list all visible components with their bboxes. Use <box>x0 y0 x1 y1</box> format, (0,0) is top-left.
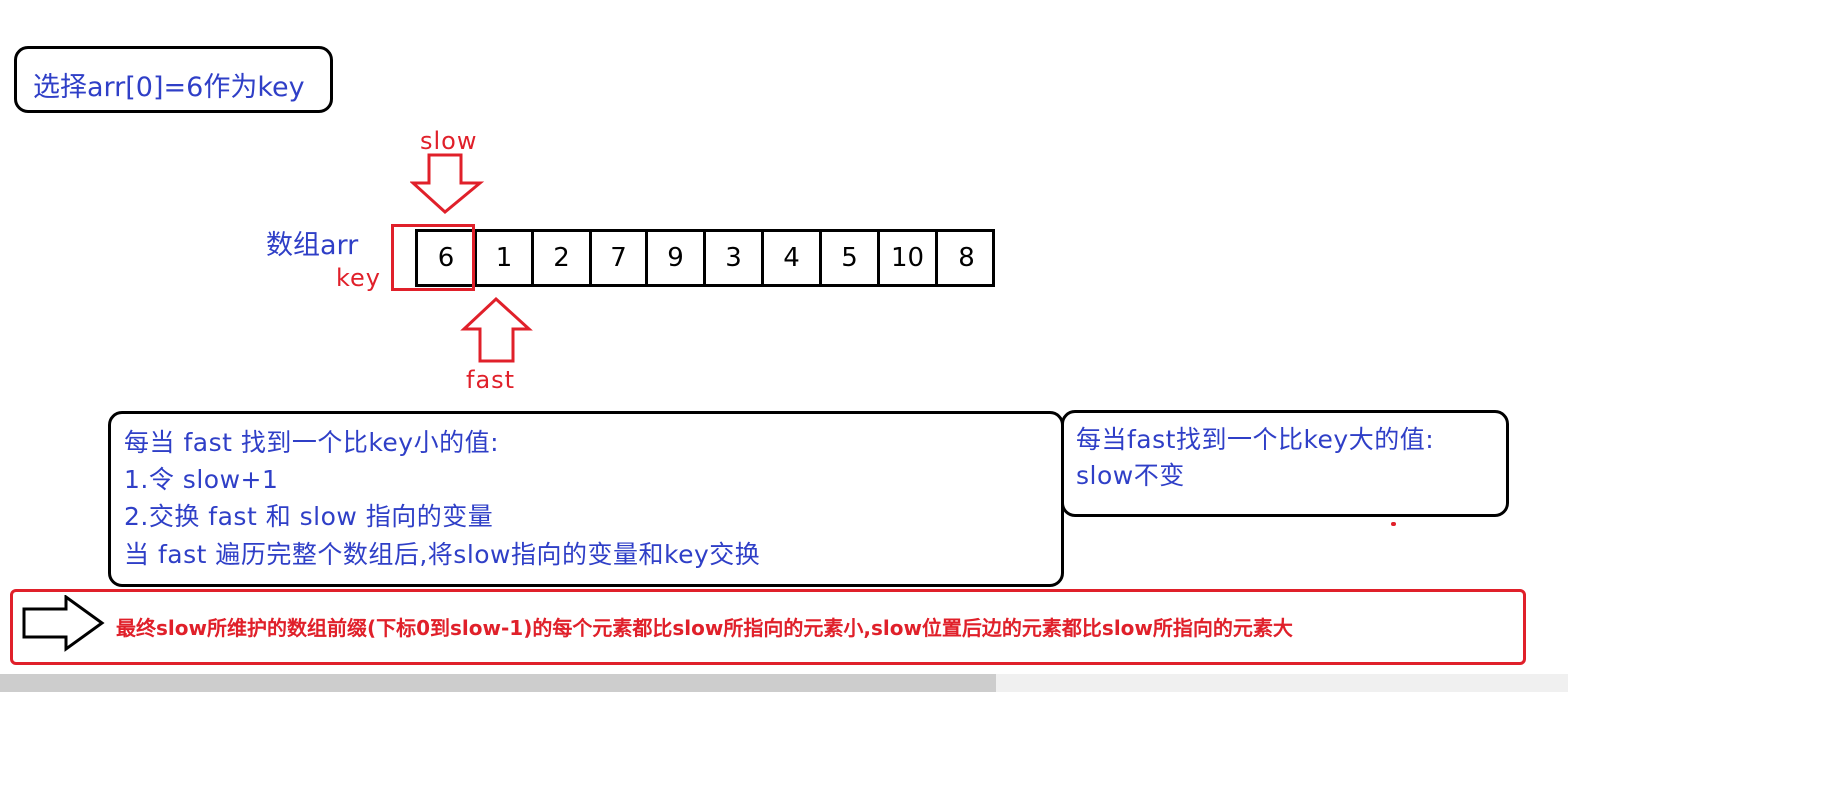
array-label: 数组arr <box>266 230 359 261</box>
red-dot <box>1391 522 1396 526</box>
array-cell: 1 <box>474 232 531 284</box>
key-highlight <box>391 224 475 291</box>
scrollbar-thumb[interactable] <box>0 674 996 692</box>
array-cell: 10 <box>877 232 935 284</box>
array-cell: 4 <box>761 232 819 284</box>
slow-label: slow <box>420 127 478 155</box>
diagram-title: 选择arr[0]=6作为key <box>33 72 305 103</box>
conclusion-box <box>10 589 1526 665</box>
array-cell: 9 <box>645 232 703 284</box>
array-cell: 5 <box>819 232 877 284</box>
title-box <box>14 46 333 113</box>
array-cell: 7 <box>589 232 645 284</box>
horizontal-scrollbar[interactable] <box>0 674 1568 692</box>
array-cell: 3 <box>703 232 761 284</box>
key-label: key <box>336 264 382 292</box>
fast-up-arrow-icon <box>460 296 533 363</box>
larger-case-line1: 每当fast找到一个比key大的值: <box>1076 425 1435 454</box>
array-cell: 6 <box>415 232 474 284</box>
larger-case-box <box>1061 410 1509 517</box>
array-cell: 8 <box>935 232 995 284</box>
smaller-case-line2: 1.令 slow+1 <box>124 465 279 494</box>
fast-label: fast <box>466 366 516 394</box>
array-cell: 2 <box>531 232 589 284</box>
smaller-case-line1: 每当 fast 找到一个比key小的值: <box>124 428 500 457</box>
smaller-case-line3: 2.交换 fast 和 slow 指向的变量 <box>124 502 494 531</box>
slow-down-arrow-icon <box>410 153 485 214</box>
larger-case-line2: slow不变 <box>1076 461 1185 490</box>
smaller-case-line4: 当 fast 遍历完整个数组后,将slow指向的变量和key交换 <box>124 540 761 569</box>
right-arrow-icon <box>22 595 105 652</box>
array-end-border <box>992 232 995 284</box>
conclusion-text: 最终slow所维护的数组前缀(下标0到slow-1)的每个元素都比slow所指向… <box>116 616 1293 640</box>
